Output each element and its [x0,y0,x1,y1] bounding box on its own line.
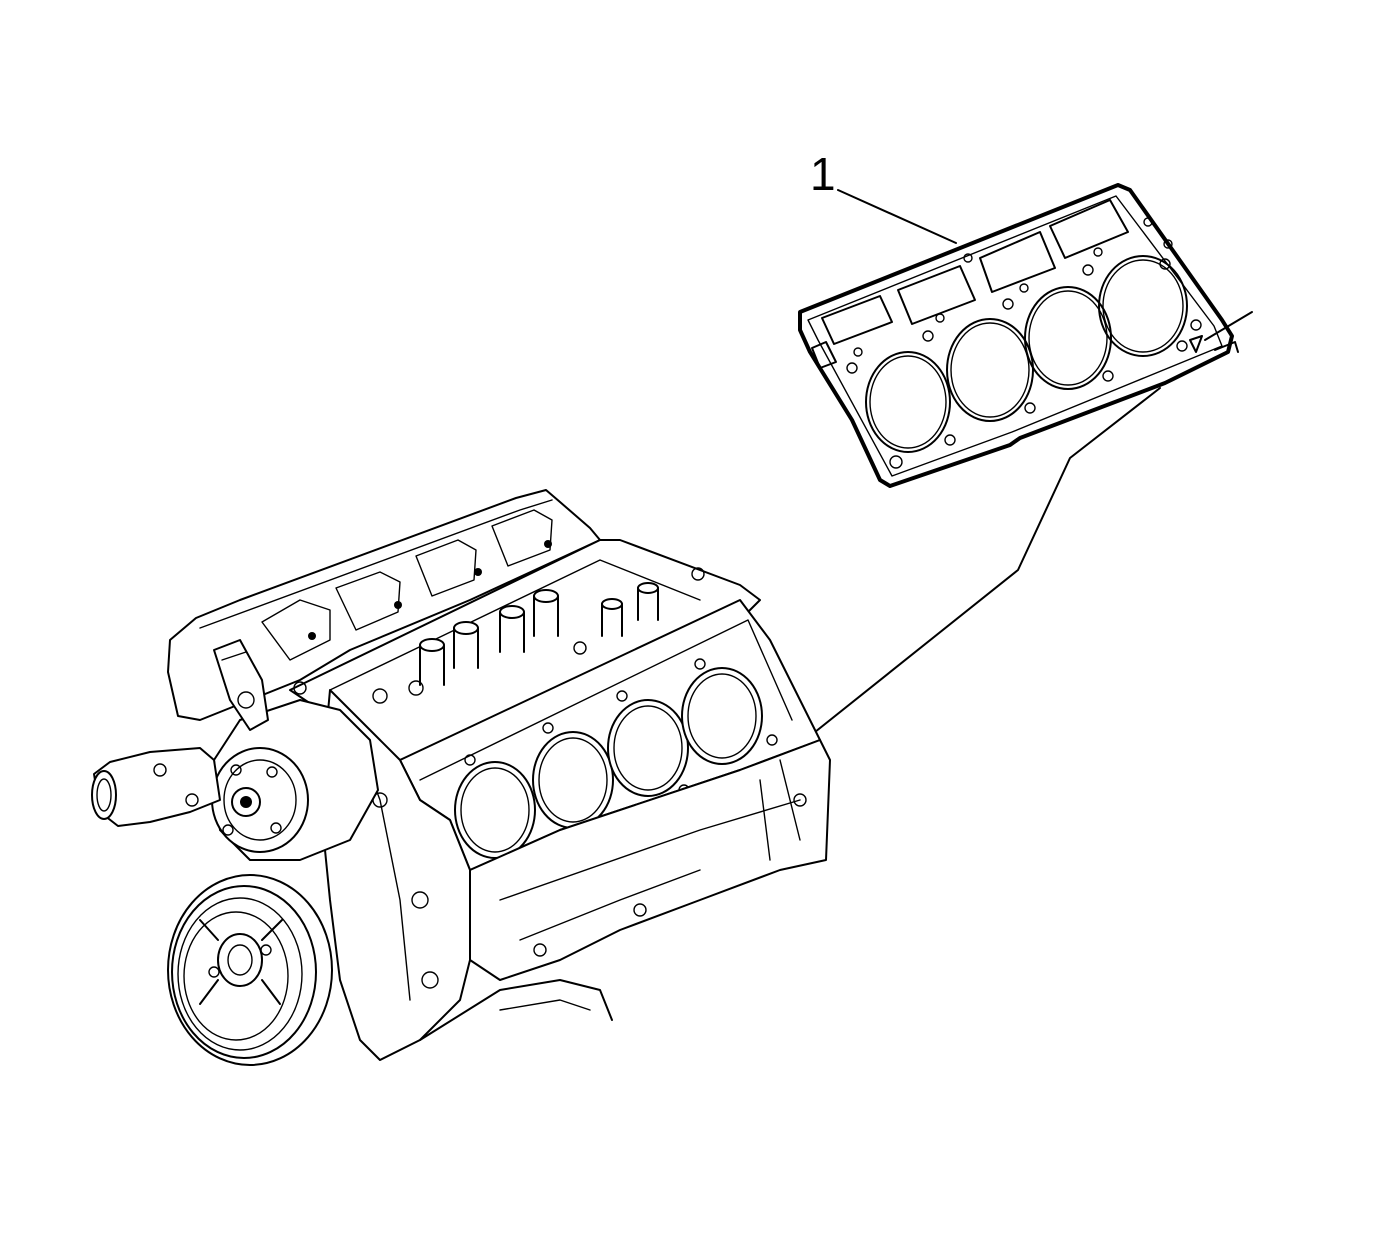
callout-1: 1 [810,148,957,244]
left-bank [167,489,601,721]
crankshaft-balancer [167,874,333,1066]
gasket-outline [798,183,1234,488]
block-lower [469,739,831,981]
block-bore-3 [607,699,689,797]
oil-pan [419,979,613,1041]
gasket-bore-2 [946,318,1034,422]
gasket-bore-3 [1024,286,1112,390]
engine-block [167,489,831,1061]
block-bore-1 [454,761,536,859]
water-pump [211,639,379,861]
coolant-outlet [91,747,221,827]
block-bore-4 [681,667,763,765]
callout-number-1: 1 [810,148,836,200]
gasket-bore-1 [865,351,951,453]
block-bores [454,667,763,859]
gasket-bore-4 [1098,255,1188,357]
gasket-to-block-leader [804,387,1161,741]
callout-leader-line [837,189,957,244]
head-gasket [798,183,1253,488]
block-bore-2 [532,731,614,829]
